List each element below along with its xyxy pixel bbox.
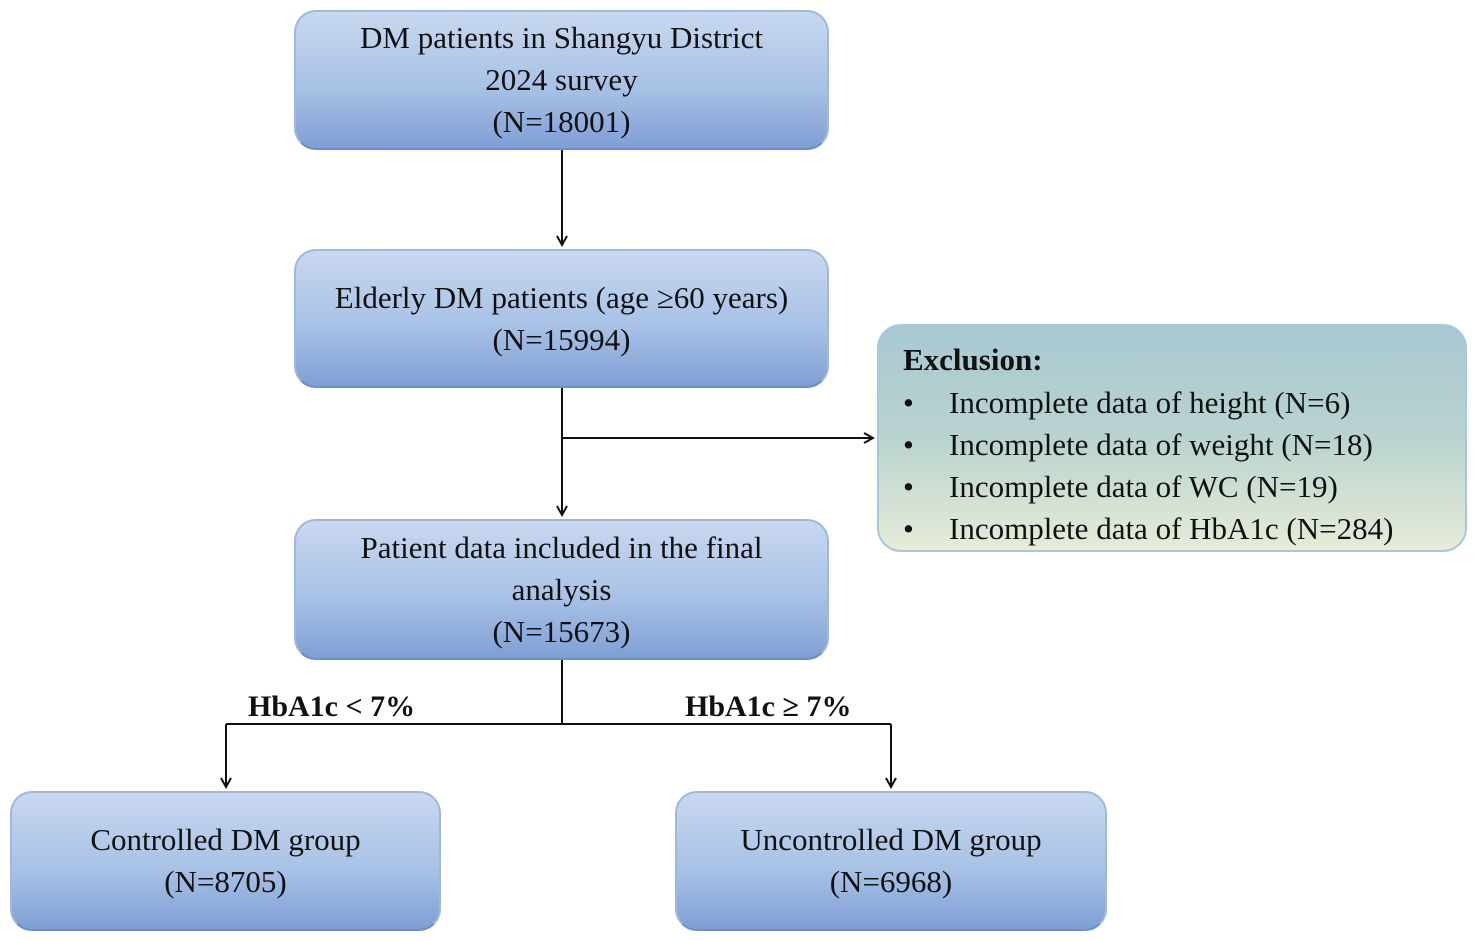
bullet-icon: • xyxy=(903,385,914,420)
exclusion-title: Exclusion: xyxy=(903,342,1043,377)
elderly-patients-box: Elderly DM patients (age ≥60 years) (N=1… xyxy=(294,249,829,388)
exclusion-item: • Incomplete data of height (N=6) xyxy=(903,382,1465,424)
survey-count: (N=18001) xyxy=(492,104,631,139)
exclusion-item-text: Incomplete data of WC (N=19) xyxy=(949,469,1338,504)
uncontrolled-line-1: Uncontrolled DM group xyxy=(740,822,1042,857)
bullet-icon: • xyxy=(903,511,914,546)
exclusion-item-text: Incomplete data of height (N=6) xyxy=(949,385,1351,420)
elderly-line-1: Elderly DM patients (age ≥60 years) xyxy=(334,279,789,315)
exclusion-item-text: Incomplete data of HbA1c (N=284) xyxy=(949,511,1394,546)
survey-population-box: DM patients in Shangyu District 2024 sur… xyxy=(294,10,829,150)
final-count: (N=15673) xyxy=(492,613,631,649)
controlled-line-1: Controlled DM group xyxy=(90,822,361,857)
survey-line-2: 2024 survey xyxy=(485,62,638,97)
controlled-group-box: Controlled DM group (N=8705) xyxy=(10,791,441,931)
exclusion-item: • Incomplete data of weight (N=18) xyxy=(903,424,1465,466)
exclusion-item: • Incomplete data of WC (N=19) xyxy=(903,466,1465,508)
final-line-1: Patient data included in the final xyxy=(360,529,763,565)
bullet-icon: • xyxy=(903,469,914,504)
split-label-low-hba1c: HbA1c < 7% xyxy=(248,690,416,723)
exclusion-box: Exclusion: • Incomplete data of height (… xyxy=(877,324,1467,552)
final-line-2: analysis xyxy=(511,571,612,607)
uncontrolled-count: (N=6968) xyxy=(829,864,953,899)
bullet-icon: • xyxy=(903,427,914,462)
exclusion-item: • Incomplete data of HbA1c (N=284) xyxy=(903,508,1465,550)
controlled-count: (N=8705) xyxy=(164,864,287,899)
uncontrolled-group-box: Uncontrolled DM group (N=6968) xyxy=(675,791,1107,931)
survey-line-1: DM patients in Shangyu District xyxy=(360,20,763,55)
exclusion-item-text: Incomplete data of weight (N=18) xyxy=(949,427,1373,462)
final-analysis-box: Patient data included in the final analy… xyxy=(294,519,829,660)
split-label-high-hba1c: HbA1c ≥ 7% xyxy=(685,690,852,723)
elderly-count: (N=15994) xyxy=(492,321,631,357)
